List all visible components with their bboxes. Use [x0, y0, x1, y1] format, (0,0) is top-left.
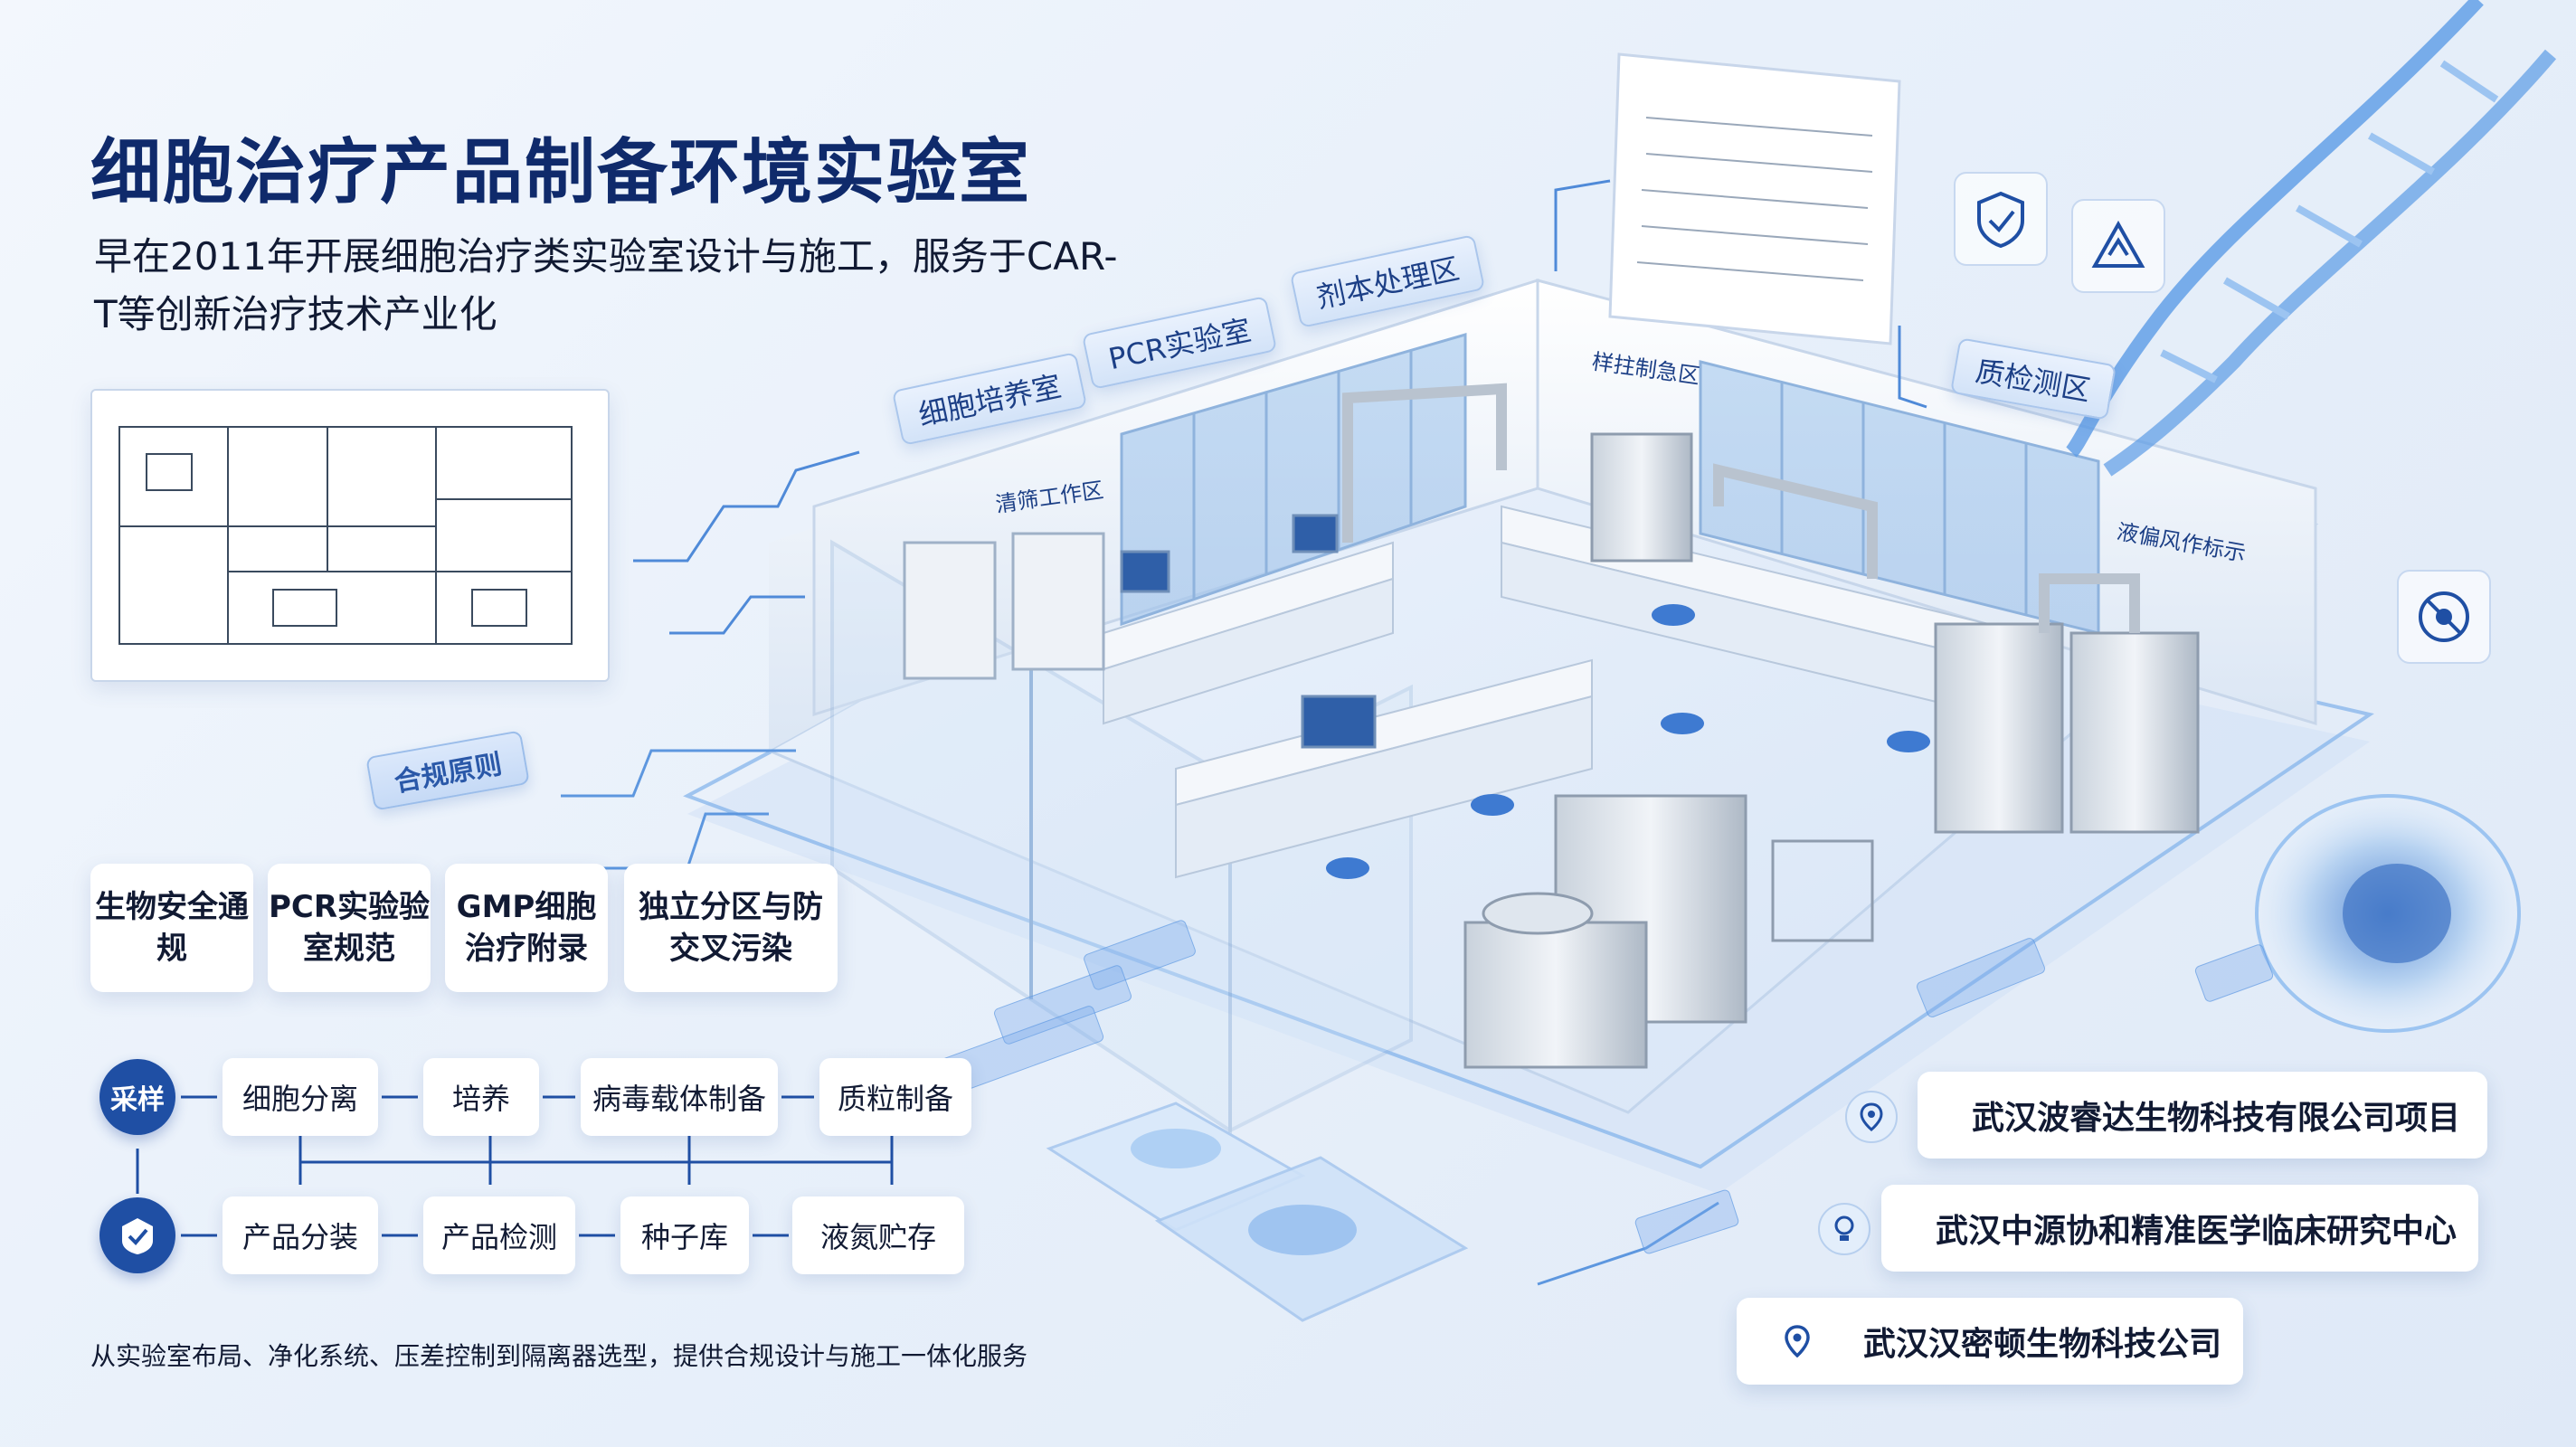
check-badge-icon	[122, 1218, 153, 1254]
flow-step-seed-bank: 种子库	[620, 1196, 749, 1274]
flow-step-culture: 培养	[423, 1058, 539, 1136]
rule-card-gmp: GMP细胞治疗附录	[445, 864, 608, 992]
page-subtitle: 早在2011年开展细胞治疗类实验室设计与施工，服务于CAR-T等创新治疗技术产业…	[94, 234, 1118, 336]
flow-check-circle	[99, 1197, 175, 1273]
flow-step-cell-separation: 细胞分离	[223, 1058, 378, 1136]
shield-icon-box	[1954, 172, 2048, 266]
location-pin-icon-3	[1785, 1325, 1810, 1357]
flow-step-plasmid: 质粒制备	[819, 1058, 971, 1136]
no-bug-icon-box	[2397, 570, 2491, 664]
location-pin-icon	[1860, 1102, 1883, 1131]
project-pin-2	[1818, 1203, 1870, 1255]
rule-card-pcr: PCR实验验室规范	[268, 864, 431, 992]
project-pin-3	[1773, 1317, 1822, 1366]
project-pin-1	[1845, 1091, 1898, 1143]
footer-note: 从实验室布局、净化系统、压差控制到隔离器选型，提供合规设计与施工一体化服务	[90, 1341, 1028, 1371]
flow-start-circle: 采样	[99, 1059, 175, 1135]
rule-card-isolation: 独立分区与防交叉污染	[624, 864, 838, 992]
floor-plan-drawing	[118, 426, 573, 645]
floor-plan-image	[90, 389, 610, 682]
shield-icon	[1977, 191, 2024, 248]
recycle-icon	[2091, 220, 2145, 268]
flow-step-viral-vector: 病毒载体制备	[581, 1058, 778, 1136]
flow-step-testing: 产品检测	[423, 1196, 575, 1274]
project-card-1: 武汉波睿达生物科技有限公司项目	[1918, 1072, 2487, 1159]
recycle-icon-box	[2071, 199, 2165, 293]
project-card-2: 武汉中源协和精准医学临床研究中心	[1881, 1185, 2478, 1272]
flow-step-liquid-nitrogen: 液氮贮存	[792, 1196, 964, 1274]
rule-card-biosafety: 生物安全通规	[90, 864, 253, 992]
flow-step-packaging: 产品分装	[223, 1196, 378, 1274]
page-title: 细胞治疗产品制备环境实验室	[90, 132, 1032, 213]
no-bug-icon	[2419, 591, 2469, 642]
bulb-icon	[1834, 1215, 1854, 1241]
